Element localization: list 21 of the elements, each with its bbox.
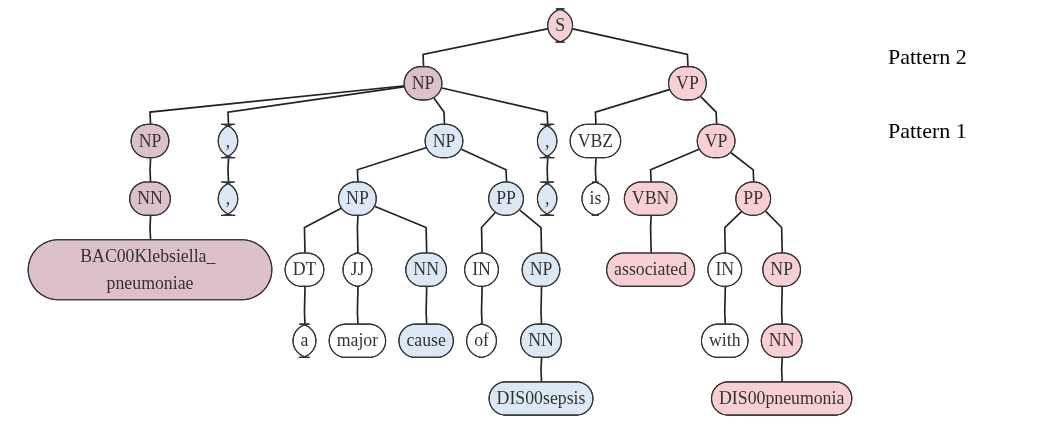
connector (540, 286, 543, 326)
pattern-label: Pattern 2 (887, 43, 968, 71)
connector (356, 286, 359, 326)
connector (723, 286, 727, 326)
pattern-label: Pattern 1 (887, 117, 968, 145)
connector (460, 148, 508, 184)
connector (594, 88, 671, 126)
connector (425, 286, 428, 326)
connector (572, 28, 689, 68)
connector (649, 215, 652, 255)
connector (519, 209, 543, 255)
connector (764, 210, 784, 255)
connector (374, 205, 428, 255)
connector (699, 95, 718, 126)
connector (356, 146, 428, 184)
connector (730, 151, 755, 184)
connector (433, 97, 446, 126)
connector (780, 286, 784, 326)
connector (149, 157, 152, 184)
connector (480, 211, 497, 255)
connector (723, 210, 743, 255)
